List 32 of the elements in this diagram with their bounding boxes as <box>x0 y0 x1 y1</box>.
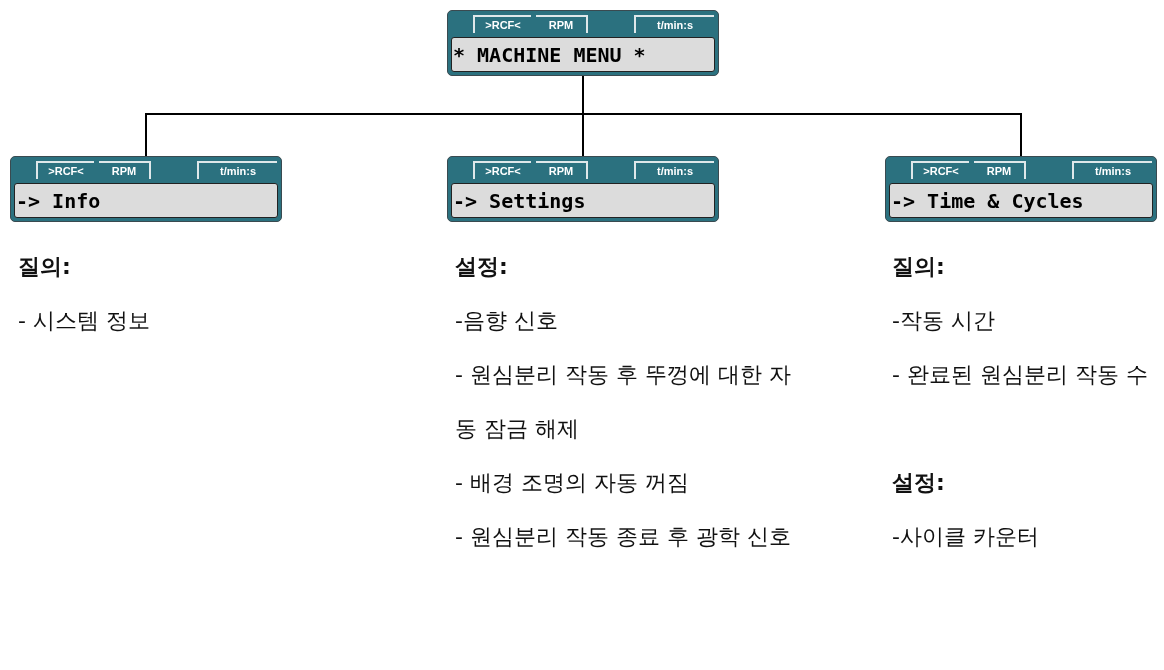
list-item: - 배경 조명의 자동 꺼짐 <box>455 469 690 497</box>
display-tab-label: t/min:s <box>634 15 714 33</box>
list-item: - 시스템 정보 <box>18 307 151 335</box>
display-panel <box>885 156 1157 222</box>
display-tab-label: RPM <box>99 161 151 179</box>
menu-text: -> Settings <box>453 188 586 215</box>
display-tab-label: RPM <box>974 161 1026 179</box>
menu-text: -> Info <box>16 188 101 215</box>
display-tab-label: t/min:s <box>1072 161 1152 179</box>
list-item: -사이클 카운터 <box>892 523 1040 551</box>
section-heading: 질의: <box>18 253 72 281</box>
section-heading: 설정: <box>892 469 946 497</box>
list-item: - 완료된 원심분리 작동 수 <box>892 361 1149 389</box>
menu-text: -> Time & Cycles <box>891 188 1084 215</box>
display-tab-label: >RCF< <box>473 161 531 179</box>
display-tab-label: t/min:s <box>197 161 277 179</box>
display-tab-label: >RCF< <box>911 161 969 179</box>
display-panel <box>447 10 719 76</box>
section-heading: 설정: <box>455 253 509 281</box>
display-tab-label: RPM <box>536 161 588 179</box>
display-tab-label: RPM <box>536 15 588 33</box>
display-tab-label: t/min:s <box>634 161 714 179</box>
menu-text: * MACHINE MENU * <box>453 42 646 69</box>
display-panel <box>447 156 719 222</box>
list-item: -작동 시간 <box>892 307 996 335</box>
display-tab-label: >RCF< <box>473 15 531 33</box>
list-item: -음향 신호 <box>455 307 559 335</box>
display-tab-label: >RCF< <box>36 161 94 179</box>
display-panel <box>10 156 282 222</box>
list-item: - 원심분리 작동 후 뚜껑에 대한 자동 잠금 해제 <box>455 361 792 443</box>
section-heading: 질의: <box>892 253 946 281</box>
list-item: - 원심분리 작동 종료 후 광학 신호 <box>455 523 792 551</box>
